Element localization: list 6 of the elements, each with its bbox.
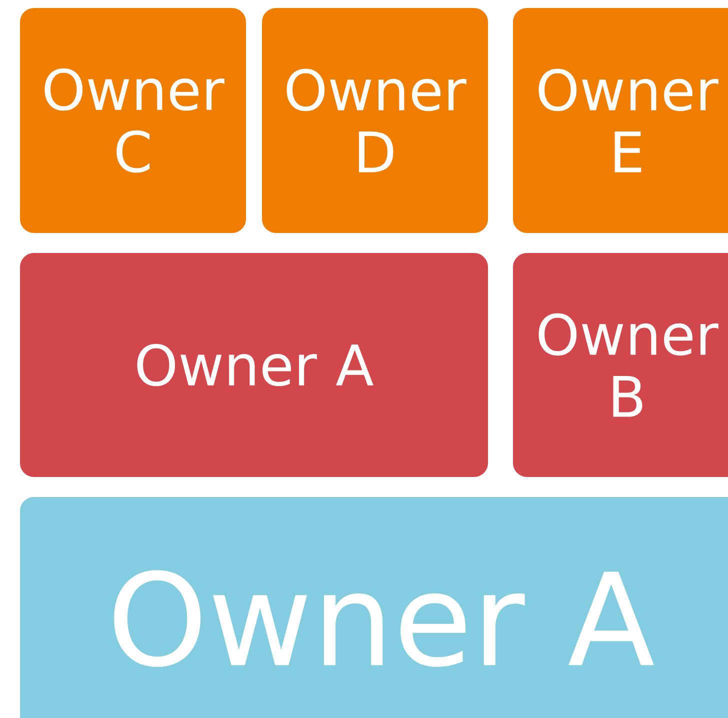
owner-box: Owner E [513,8,728,233]
owner-box: Owner A [20,253,488,477]
owner-box: Owner D [262,8,488,233]
owner-box: Owner A [20,497,728,718]
owner-box: Owner B [513,253,728,477]
owner-box: Owner C [20,8,246,233]
